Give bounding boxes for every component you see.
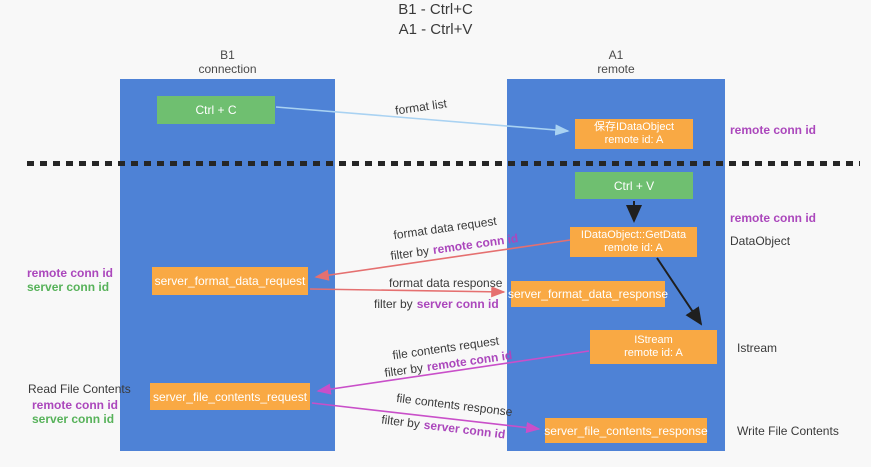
read-file-contents-annotation: Read File Contents bbox=[28, 382, 131, 396]
ctrl-c-box: Ctrl + C bbox=[157, 96, 275, 124]
istream-box: IStream remote id: A bbox=[590, 330, 717, 364]
remote-conn-id-annotation-mid: remote conn id bbox=[730, 211, 817, 225]
remote-conn-id-annotation-top: remote conn id bbox=[730, 123, 817, 137]
server-conn-id-text: server conn id bbox=[416, 297, 499, 311]
right-column-name: A1 bbox=[608, 48, 624, 62]
right-column-role: remote bbox=[597, 62, 635, 76]
filter-by-text: filter by bbox=[389, 243, 430, 263]
filter-by-text: filter by bbox=[380, 412, 421, 432]
save-idataobject-box: 保存IDataObject remote id: A bbox=[575, 119, 693, 149]
title-line-1: B1 - Ctrl+C bbox=[398, 1, 473, 18]
server-format-data-response-box: server_format_data_response bbox=[507, 281, 669, 307]
server-conn-id-annotation-left-mid: server conn id bbox=[27, 280, 110, 294]
save-idataobject-line2: remote id: A bbox=[604, 134, 664, 146]
ctrl-v-label: Ctrl + V bbox=[613, 178, 655, 193]
dataobject-annotation: DataObject bbox=[730, 234, 791, 248]
remote-conn-id-annotation-left-mid: remote conn id bbox=[27, 266, 114, 280]
server-conn-id-annotation-left-bottom: server conn id bbox=[32, 412, 115, 426]
server-file-contents-request-box: server_file_contents_request bbox=[150, 383, 310, 410]
right-column-header: A1 remote bbox=[507, 48, 725, 76]
left-column-role: connection bbox=[198, 62, 257, 76]
server-format-data-response-label: server_format_data_response bbox=[507, 287, 669, 301]
filter-by-text: filter by bbox=[383, 360, 424, 380]
file-contents-response-label: file contents response bbox=[395, 390, 514, 420]
remote-conn-id-annotation-left-bottom: remote conn id bbox=[32, 398, 119, 412]
idataobject-getdata-line2: remote id: A bbox=[604, 242, 663, 254]
write-file-contents-annotation: Write File Contents bbox=[737, 424, 839, 438]
server-file-contents-response-label: server_file_contents_response bbox=[544, 423, 708, 438]
ctrl-v-box: Ctrl + V bbox=[575, 172, 693, 199]
server-file-contents-request-label: server_file_contents_request bbox=[152, 389, 308, 404]
idataobject-getdata-box: IDataObject::GetData remote id: A bbox=[570, 227, 697, 257]
server-format-data-request-box: server_format_data_request bbox=[152, 267, 308, 295]
istream-line2: remote id: A bbox=[624, 347, 683, 359]
filter-by-text: filter by bbox=[374, 297, 413, 311]
idataobject-getdata-line1: IDataObject::GetData bbox=[580, 229, 687, 241]
session-separator-dashed-line bbox=[27, 161, 860, 166]
diagram-title: B1 - Ctrl+C A1 - Ctrl+V bbox=[0, 0, 871, 40]
save-idataobject-line1: 保存IDataObject bbox=[593, 121, 675, 133]
format-list-label: format list bbox=[394, 96, 448, 118]
istream-annotation: Istream bbox=[737, 341, 778, 355]
left-column-header: B1 connection bbox=[120, 48, 335, 76]
server-conn-id-text: server conn id bbox=[422, 417, 507, 442]
format-data-response-label: format data response bbox=[389, 276, 503, 290]
server-format-data-request-label: server_format_data_request bbox=[154, 274, 306, 288]
server-file-contents-response-box: server_file_contents_response bbox=[544, 418, 708, 443]
istream-line1: IStream bbox=[634, 334, 673, 346]
left-column-name: B1 bbox=[220, 48, 235, 62]
title-line-2: A1 - Ctrl+V bbox=[398, 21, 473, 38]
ctrl-c-label: Ctrl + C bbox=[195, 103, 237, 117]
